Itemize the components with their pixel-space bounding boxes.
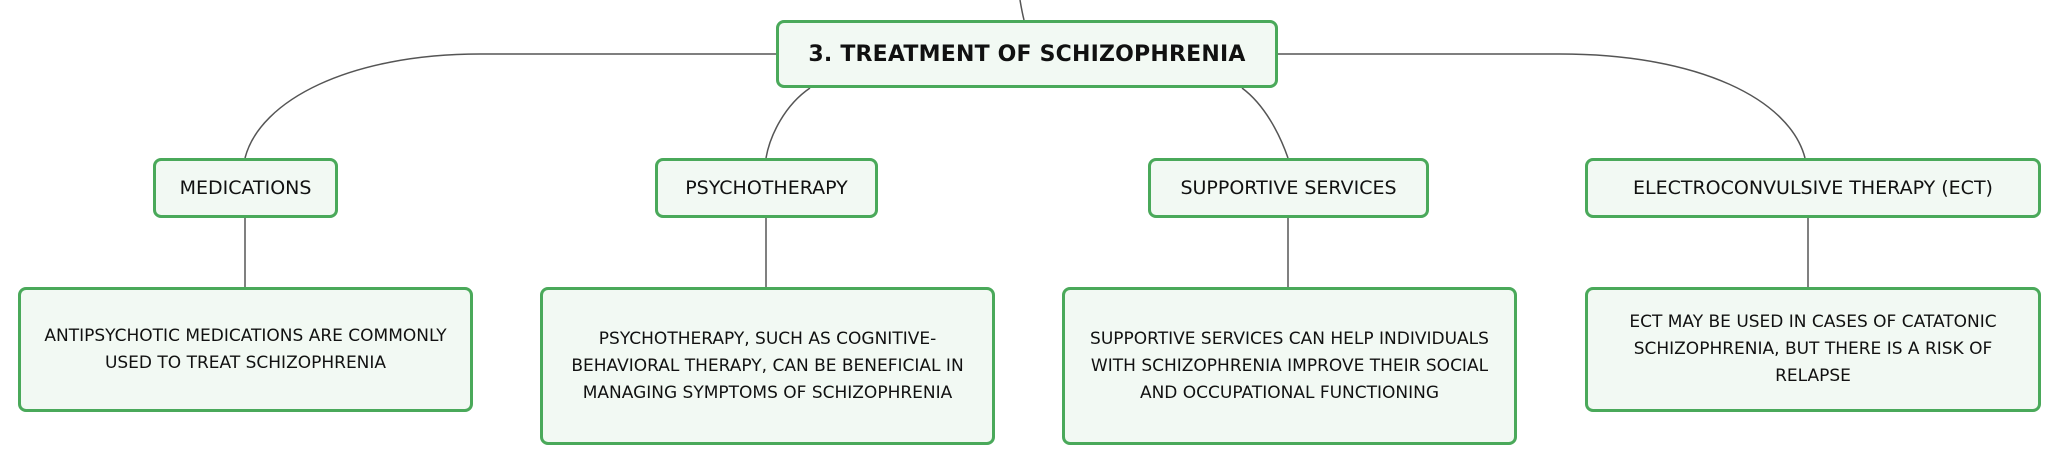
detail-node-text: SUPPORTIVE SERVICES CAN HELP INDIVIDUALS… (1090, 328, 1489, 403)
connector-root-to-ect (1278, 53, 1806, 159)
branch-node-medications[interactable]: MEDICATIONS (153, 158, 338, 218)
root-node[interactable]: 3. TREATMENT OF SCHIZOPHRENIA (776, 20, 1278, 88)
branch-node-label: SUPPORTIVE SERVICES (1180, 177, 1397, 199)
branch-node-psychotherapy[interactable]: PSYCHOTHERAPY (655, 158, 878, 218)
branch-node-label: ELECTROCONVULSIVE THERAPY (ECT) (1633, 177, 1993, 199)
connector-root-to-medications (244, 53, 776, 159)
detail-node-psychotherapy[interactable]: PSYCHOTHERAPY, SUCH AS COGNITIVE-BEHAVIO… (540, 287, 995, 445)
connector-root-to-psychotherapy (765, 87, 811, 159)
detail-node-text: ANTIPSYCHOTIC MEDICATIONS ARE COMMONLY U… (44, 325, 447, 373)
branch-node-supportive-services[interactable]: SUPPORTIVE SERVICES (1148, 158, 1429, 218)
detail-node-text: PSYCHOTHERAPY, SUCH AS COGNITIVE-BEHAVIO… (571, 328, 964, 403)
branch-node-label: MEDICATIONS (179, 177, 312, 199)
detail-node-text: ECT MAY BE USED IN CASES OF CATATONIC SC… (1629, 312, 1997, 386)
detail-node-supportive-services[interactable]: SUPPORTIVE SERVICES CAN HELP INDIVIDUALS… (1062, 287, 1517, 445)
detail-node-ect[interactable]: ECT MAY BE USED IN CASES OF CATATONIC SC… (1585, 287, 2041, 412)
branch-node-label: PSYCHOTHERAPY (685, 177, 848, 199)
branch-node-ect[interactable]: ELECTROCONVULSIVE THERAPY (ECT) (1585, 158, 2041, 218)
connector-root-to-supportive-services (1241, 87, 1289, 159)
detail-node-medications[interactable]: ANTIPSYCHOTIC MEDICATIONS ARE COMMONLY U… (18, 287, 473, 412)
connector-root-parent (1019, 0, 1025, 21)
root-node-label: 3. TREATMENT OF SCHIZOPHRENIA (808, 41, 1246, 67)
